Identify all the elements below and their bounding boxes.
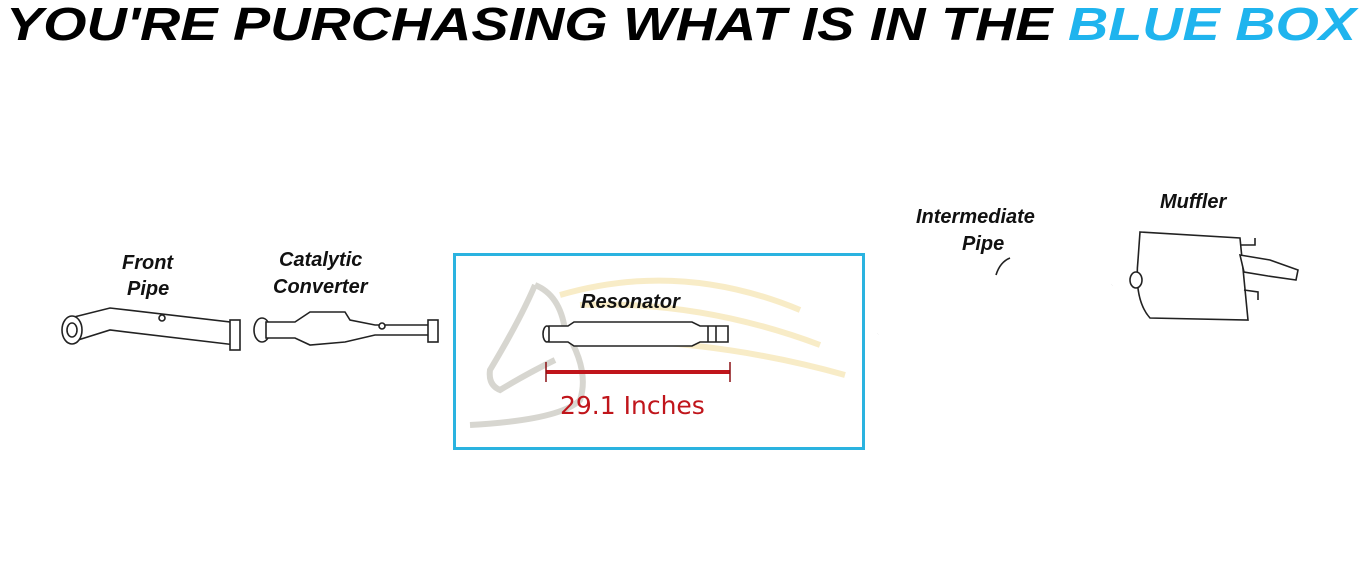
muffler-drawing — [1129, 231, 1299, 321]
intermediate-pipe-label-1: Intermediate — [916, 206, 1035, 228]
catalytic-converter-label-2: Converter — [273, 276, 369, 298]
front-pipe-label-2: Pipe — [127, 278, 169, 300]
blue-box-highlight — [453, 253, 865, 450]
catalytic-converter-drawing — [253, 311, 439, 346]
front-pipe-label-1: Front — [122, 252, 174, 274]
muffler-label: Muffler — [1160, 191, 1228, 213]
resonator-drawing — [542, 321, 729, 347]
catalytic-converter-label-1: Catalytic — [279, 249, 362, 271]
measurement-bar — [545, 362, 731, 382]
title-highlight: BLUE BOX — [1068, 0, 1359, 50]
intermediate-pipe-label-2: Pipe — [962, 233, 1004, 255]
intermediate-pipe-drawing — [877, 257, 1114, 340]
measurement-label: 29.1 Inches — [560, 391, 705, 420]
resonator-label: Resonator — [581, 291, 681, 313]
page-title: YOU'RE PURCHASING WHAT IS IN THE BLUE BO… — [6, 0, 1359, 50]
front-pipe-drawing — [61, 307, 241, 351]
